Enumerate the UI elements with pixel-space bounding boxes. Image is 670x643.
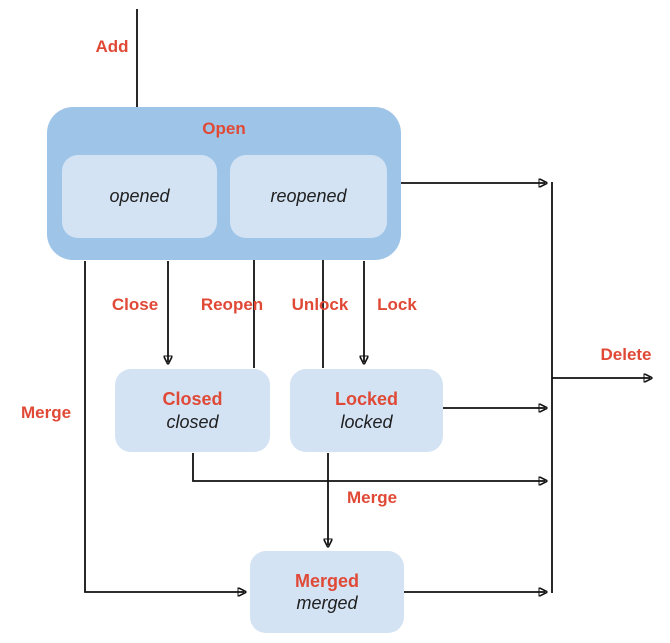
closed-state-name: closed xyxy=(166,411,219,432)
locked-state-name: locked xyxy=(340,411,393,432)
merged-state-name: merged xyxy=(296,593,358,613)
merge-open-to-merged-arrow xyxy=(84,261,244,592)
close-transition-label: Close xyxy=(111,295,159,314)
closed-to-delete-trunk-arrow xyxy=(192,453,545,481)
merge-left-transition-label: Merge xyxy=(20,403,72,422)
reopened-substate-label: reopened xyxy=(270,186,347,207)
delete-transition-label: Delete xyxy=(600,345,652,364)
lock-transition-label: Lock xyxy=(377,295,417,314)
reopen-transition-label: Reopen xyxy=(200,295,264,314)
closed-state-box: Closed closed xyxy=(115,369,270,452)
merged-state-box: Merged merged xyxy=(250,551,404,633)
locked-state-title: Locked xyxy=(334,389,399,409)
opened-substate-box: opened xyxy=(62,155,217,238)
open-group-title: Open xyxy=(202,119,246,138)
unlock-transition-label: Unlock xyxy=(291,295,349,314)
add-transition-label: Add xyxy=(95,37,129,56)
merged-state-title: Merged xyxy=(294,570,359,591)
merge-bottom-transition-label: Merge xyxy=(346,488,398,507)
closed-state-title: Closed xyxy=(162,389,223,409)
opened-substate-label: opened xyxy=(109,186,170,207)
reopened-substate-box: reopened xyxy=(230,155,387,238)
locked-state-box: Locked locked xyxy=(290,369,443,452)
